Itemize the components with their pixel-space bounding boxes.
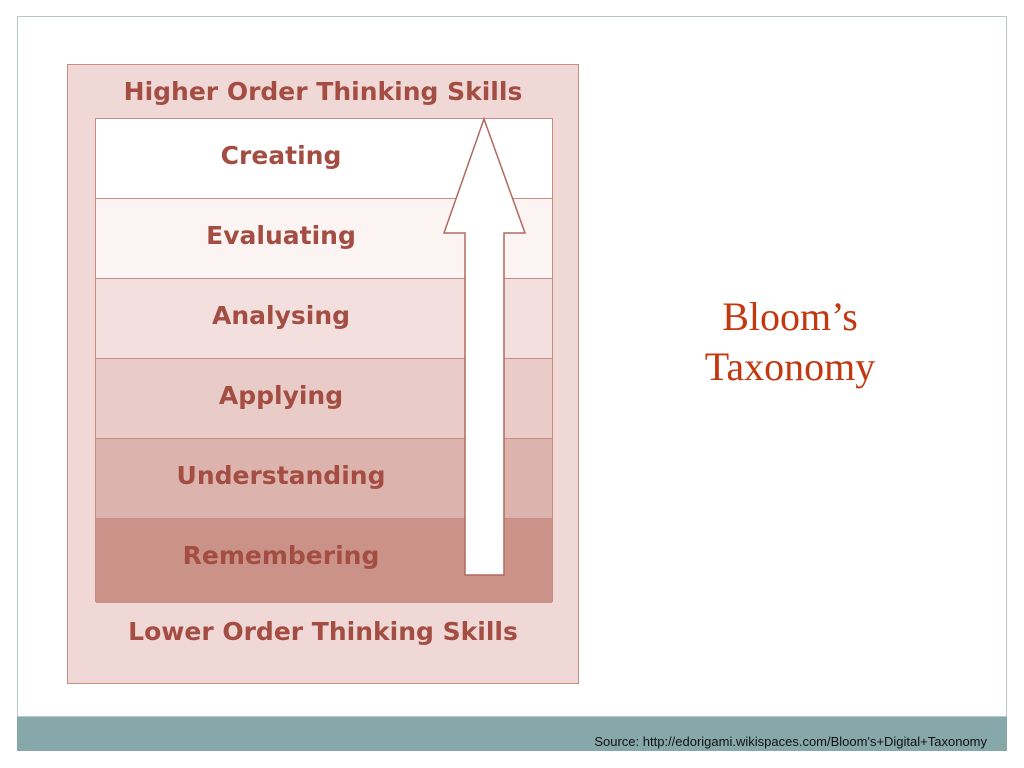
slide-title: Bloom’s Taxonomy bbox=[660, 292, 920, 392]
level-label: Understanding bbox=[176, 461, 386, 490]
taxonomy-levels: Creating Evaluating Analysing Applying U… bbox=[95, 118, 553, 603]
level-creating: Creating bbox=[96, 119, 552, 199]
footer-bar: Source: http://edorigami.wikispaces.com/… bbox=[17, 717, 1007, 751]
level-evaluating: Evaluating bbox=[96, 199, 552, 279]
level-applying: Applying bbox=[96, 359, 552, 439]
level-label: Analysing bbox=[211, 301, 351, 330]
title-line-1: Bloom’s bbox=[722, 294, 858, 339]
title-line-2: Taxonomy bbox=[704, 344, 876, 389]
level-analysing: Analysing bbox=[96, 279, 552, 359]
higher-order-heading: Higher Order Thinking Skills bbox=[123, 77, 523, 106]
source-citation: Source: http://edorigami.wikispaces.com/… bbox=[594, 734, 987, 749]
level-label: Creating bbox=[220, 141, 342, 170]
level-remembering: Remembering bbox=[96, 519, 552, 603]
blooms-taxonomy-diagram: Higher Order Thinking Skills Creating Ev… bbox=[67, 64, 579, 684]
level-label: Remembering bbox=[182, 541, 380, 570]
lower-order-heading: Lower Order Thinking Skills bbox=[128, 617, 518, 646]
level-understanding: Understanding bbox=[96, 439, 552, 519]
level-label: Applying bbox=[218, 381, 344, 410]
level-label: Evaluating bbox=[206, 221, 356, 250]
